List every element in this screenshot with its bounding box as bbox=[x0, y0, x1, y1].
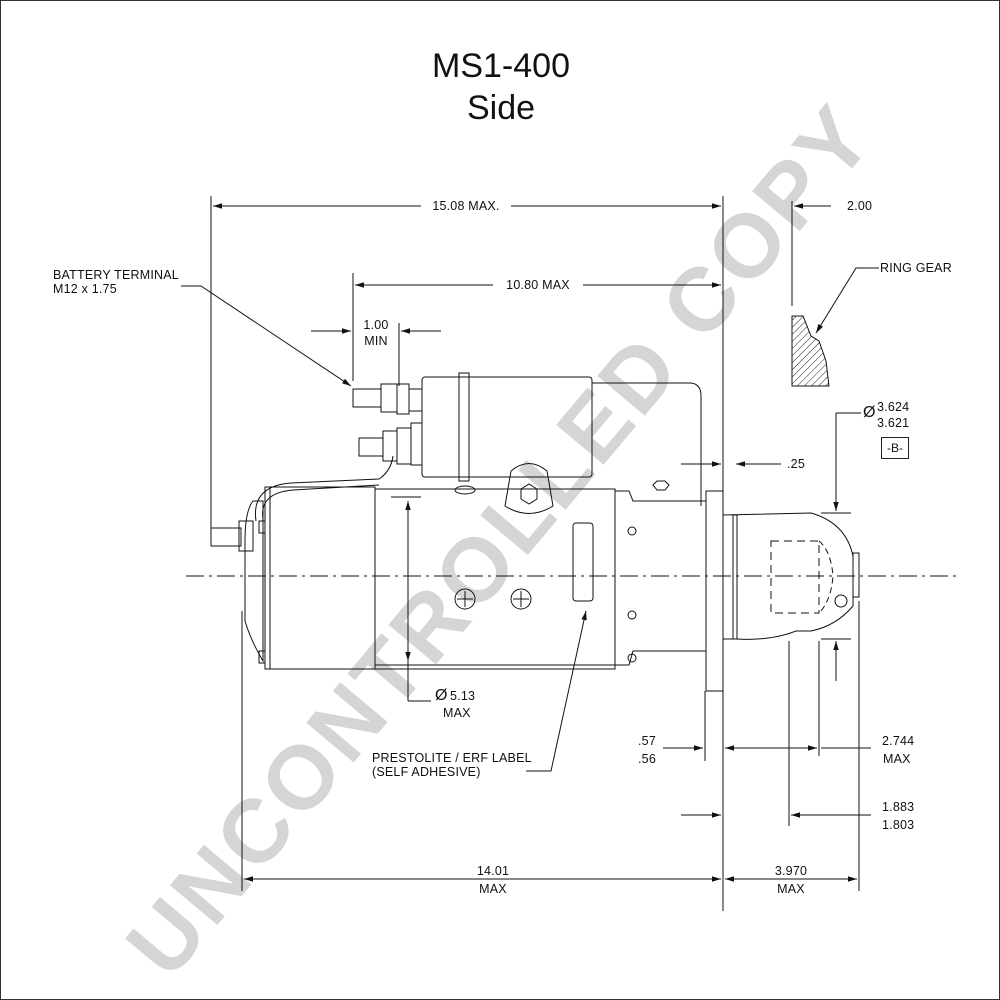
dim-housing-dia-value: 5.13 bbox=[450, 689, 476, 703]
pinion-gear-hidden bbox=[770, 540, 820, 614]
drawing-view-subtitle: Side bbox=[466, 89, 536, 127]
battery-terminal-stud bbox=[352, 388, 382, 408]
dim-terminal-min-value: 1.00 bbox=[363, 318, 389, 332]
motor-housing bbox=[264, 486, 376, 670]
dim-overall-label: 15.08 MAX. bbox=[421, 200, 511, 213]
cable-lower bbox=[262, 484, 380, 520]
dim-body-len-value: 14.01 bbox=[476, 864, 510, 878]
rear-terminal-stud bbox=[210, 527, 242, 547]
dim-ring-gap-label: 2.00 bbox=[847, 199, 873, 213]
dim-pinion-dia-lower: 3.621 bbox=[877, 416, 910, 430]
dim-pinion-dia-upper: 3.624 bbox=[877, 400, 910, 414]
dim-nose-len-unit: MAX bbox=[883, 752, 911, 766]
ring-gear-section bbox=[791, 315, 830, 387]
dim-nose-total-unit: MAX bbox=[777, 882, 805, 896]
dim-body-len-unit: MAX bbox=[479, 882, 507, 896]
solenoid-band bbox=[458, 372, 470, 482]
nose-lube-port bbox=[834, 594, 848, 608]
rear-end-cap bbox=[244, 500, 264, 663]
solenoid-mount-bracket bbox=[504, 463, 554, 514]
drive-nose bbox=[722, 512, 854, 640]
housing-screw-1 bbox=[454, 588, 476, 610]
drive-housing bbox=[614, 490, 707, 666]
housing-screw-2 bbox=[510, 588, 532, 610]
mounting-flange bbox=[705, 490, 724, 692]
dim-terminal-min-unit: MIN bbox=[364, 334, 388, 348]
drawing-title: MS1-400 bbox=[432, 47, 570, 85]
diameter-symbol-housing: Ø bbox=[435, 687, 448, 704]
leader-battery-terminal bbox=[181, 285, 352, 387]
dim-nose-total-value: 3.970 bbox=[774, 864, 808, 878]
dim-pinion-pos-upper: 1.883 bbox=[882, 800, 915, 814]
datum-b-box: -B- bbox=[881, 437, 909, 459]
callout-battery-terminal: BATTERY TERMINAL bbox=[53, 268, 179, 282]
dim-flange-gap-label: .25 bbox=[787, 457, 805, 471]
dim-flange-thk-lower: .56 bbox=[638, 752, 656, 766]
prestolite-label bbox=[572, 522, 594, 602]
callout-label: PRESTOLITE / ERF LABEL bbox=[372, 751, 532, 765]
dim-flange-thk-upper: .57 bbox=[638, 734, 656, 748]
dim-pinion-pos-lower: 1.803 bbox=[882, 818, 915, 832]
dim-housing-dia-unit: MAX bbox=[443, 706, 471, 720]
callout-ring-gear: RING GEAR bbox=[880, 261, 952, 275]
dim-nose-len-value: 2.744 bbox=[882, 734, 915, 748]
diameter-symbol-pinion: Ø bbox=[863, 404, 876, 421]
callout-battery-terminal-thread: M12 x 1.75 bbox=[53, 282, 117, 296]
callout-label-note: (SELF ADHESIVE) bbox=[372, 765, 481, 779]
leader-ring-gear bbox=[815, 267, 879, 334]
cable-upper bbox=[254, 455, 394, 522]
solenoid-body bbox=[421, 376, 593, 478]
dim-solenoid-label: 10.80 MAX bbox=[493, 279, 583, 292]
leader-label bbox=[526, 610, 587, 772]
